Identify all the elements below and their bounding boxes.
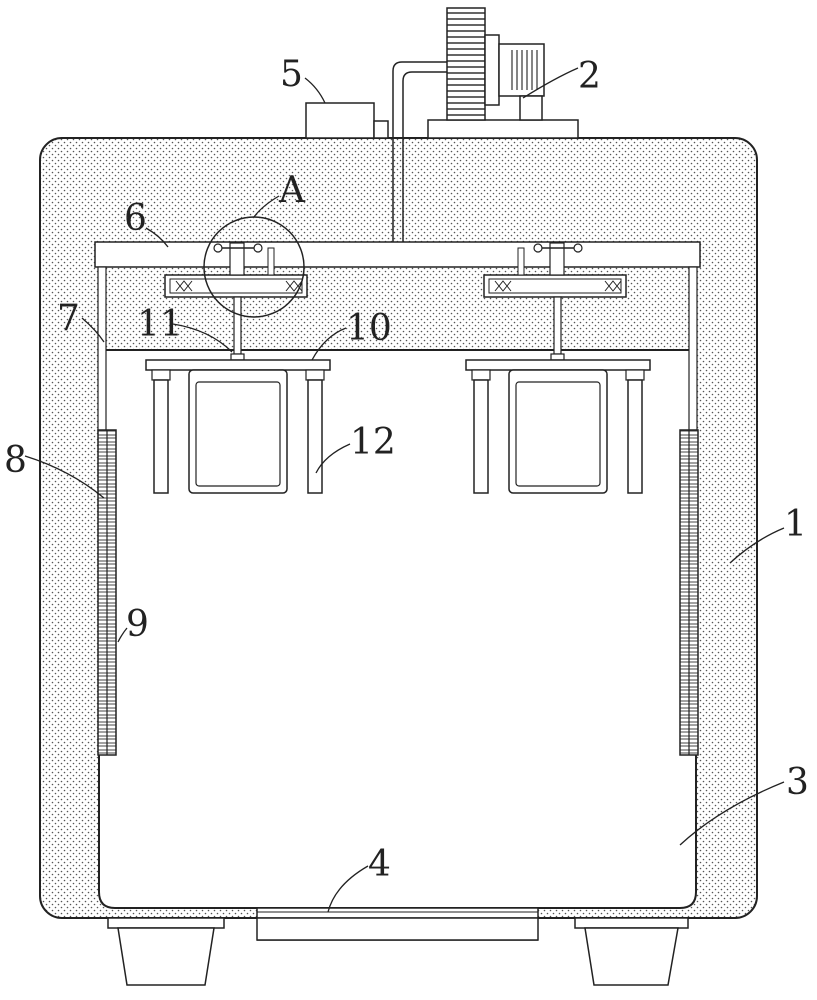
right-hanger-assembly xyxy=(465,242,651,494)
leader-lines xyxy=(24,67,785,913)
label-11: 11 xyxy=(137,304,183,345)
bottom-opening xyxy=(256,907,539,941)
label-6: 6 xyxy=(124,198,147,239)
label-8: 8 xyxy=(4,440,27,481)
blower-motor xyxy=(392,7,579,242)
label-12: 12 xyxy=(350,422,396,463)
left-foot xyxy=(107,917,225,986)
left-side-rail xyxy=(97,429,117,756)
label-5: 5 xyxy=(280,54,303,95)
right-side-rail xyxy=(679,429,699,756)
left-hanger-assembly xyxy=(145,242,331,494)
label-4: 4 xyxy=(368,844,391,885)
label-a: A xyxy=(278,170,306,211)
control-box xyxy=(305,102,389,139)
label-10: 10 xyxy=(346,308,392,349)
top-plate xyxy=(94,241,701,268)
label-7: 7 xyxy=(57,298,80,339)
label-1: 1 xyxy=(784,504,807,545)
label-2: 2 xyxy=(578,56,601,97)
label-9: 9 xyxy=(126,604,149,645)
right-foot xyxy=(574,917,689,986)
reference-labels: 5 2 A 6 7 11 10 12 8 9 1 3 4 xyxy=(4,54,809,885)
label-3: 3 xyxy=(786,762,809,803)
